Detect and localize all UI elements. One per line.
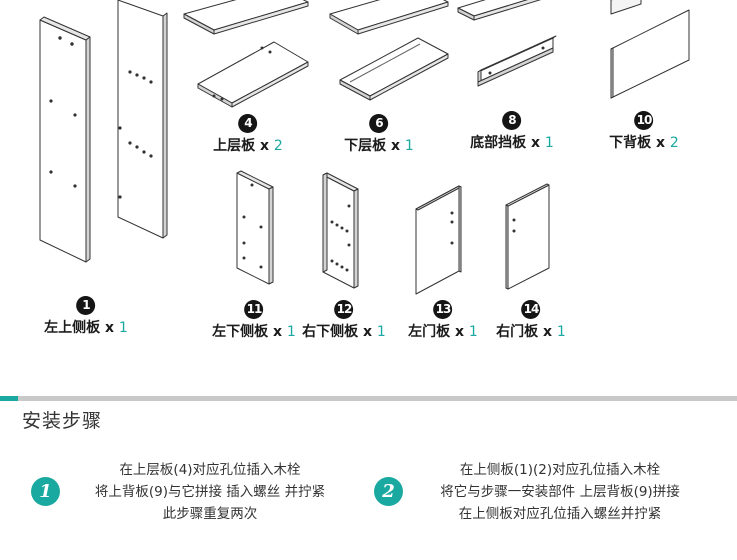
part-number-badge: 14 (521, 300, 541, 319)
step-2-badge: 2 (374, 477, 403, 506)
part-name: 右门板 (496, 324, 539, 340)
part-13-drawing (415, 185, 462, 295)
step-2-line-2: 将它与步骤一安装部件 上层背板(9)拼接 (440, 484, 680, 500)
part-name: 下层板 (344, 138, 387, 154)
times-sign: x (531, 135, 541, 151)
step-1-badge: 1 (31, 477, 60, 506)
part-11-drawing (236, 170, 274, 285)
step-2-line-1: 在上侧板(1)(2)对应孔位插入木栓 (459, 462, 661, 478)
times-sign: x (363, 324, 373, 340)
part-name: 左下侧板 (212, 324, 269, 340)
part-label-14: 14 右门板 x 1 (496, 300, 566, 341)
part-quantity: 1 (376, 324, 386, 340)
part-label-4: 4 上层板 x 2 (213, 114, 283, 155)
section-divider-accent (0, 396, 18, 401)
part-label-1: 1 左上侧板 x 1 (44, 296, 128, 337)
part-name: 底部挡板 (470, 135, 527, 151)
part-label-11: 11 左下侧板 x 1 (212, 300, 296, 341)
times-sign: x (543, 324, 553, 340)
part-number-badge: 12 (334, 300, 354, 319)
part-name: 上层板 (213, 138, 256, 154)
part-4-drawing (183, 0, 309, 108)
times-sign: x (273, 324, 283, 340)
part-quantity: 2 (669, 135, 679, 151)
step-2-line-3: 在上侧板对应孔位插入螺丝并拧紧 (458, 506, 662, 522)
part-quantity: 1 (468, 324, 478, 340)
step-1-line-3: 此步骤重复两次 (162, 506, 258, 522)
part-6-drawing (329, 0, 449, 101)
step-2-text: 在上侧板(1)(2)对应孔位插入木栓 将它与步骤一安装部件 上层背板(9)拼接 … (415, 459, 705, 525)
part-14-drawing (505, 183, 550, 290)
part-number-badge: 6 (369, 114, 389, 133)
part-name: 下背板 (609, 135, 652, 151)
step-1-line-2: 将上背板(9)与它拼接 插入螺丝 并拧紧 (94, 484, 326, 500)
times-sign: x (260, 138, 270, 154)
part-label-10: 10 下背板 x 2 (609, 111, 679, 152)
part-label-13: 13 左门板 x 1 (408, 300, 478, 341)
times-sign: x (455, 324, 465, 340)
part-12-drawing (322, 172, 359, 289)
part-10-drawing (610, 0, 690, 99)
part-quantity: 1 (556, 324, 566, 340)
part-quantity: 1 (544, 135, 554, 151)
part-quantity: 1 (118, 320, 128, 336)
part-quantity: 1 (404, 138, 414, 154)
times-sign: x (391, 138, 401, 154)
times-sign: x (656, 135, 666, 151)
part-quantity: 2 (273, 138, 283, 154)
part-number-badge: 1 (76, 296, 96, 315)
part-label-6: 6 下层板 x 1 (344, 114, 414, 155)
part-8-drawing (457, 0, 557, 87)
part-number-badge: 11 (244, 300, 264, 319)
section-title: 安装步骤 (22, 410, 103, 432)
part-number-badge: 10 (634, 111, 654, 130)
part-name: 左门板 (408, 324, 451, 340)
part-number-badge: 13 (433, 300, 453, 319)
step-1-line-1: 在上层板(4)对应孔位插入木栓 (119, 462, 301, 478)
part-quantity: 1 (286, 324, 296, 340)
part-name: 右下侧板 (302, 324, 359, 340)
part-label-12: 12 右下侧板 x 1 (302, 300, 386, 341)
parts-illustration (39, 0, 690, 295)
times-sign: x (105, 320, 115, 336)
part-label-8: 8 底部挡板 x 1 (470, 111, 554, 152)
part-number-badge: 4 (238, 114, 258, 133)
section-divider (0, 396, 737, 401)
part-number-badge: 8 (502, 111, 522, 130)
part-name: 左上侧板 (44, 320, 101, 336)
step-1-text: 在上层板(4)对应孔位插入木栓 将上背板(9)与它拼接 插入螺丝 并拧紧 此步骤… (74, 459, 346, 525)
part-1-drawing (39, 0, 168, 263)
